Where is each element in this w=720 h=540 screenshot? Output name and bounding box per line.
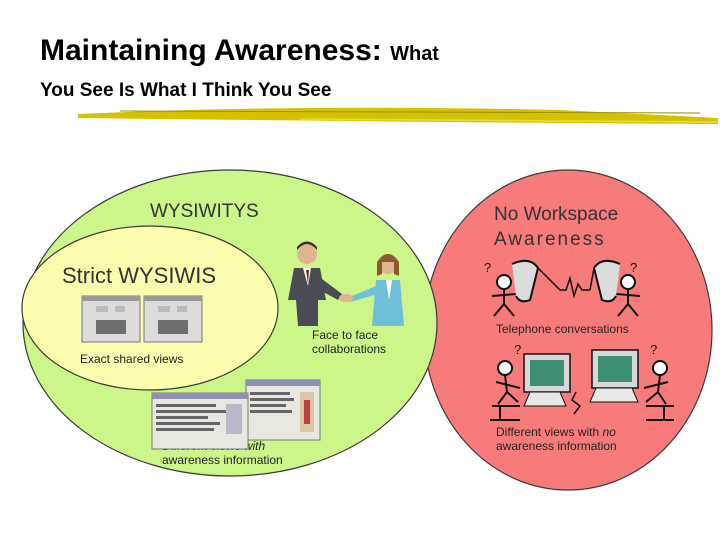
face-to-face-caption-2: collaborations [312,342,386,356]
telephone-person-right-illustration: ? [589,259,641,317]
telephone-caption: Telephone conversations [496,322,629,336]
different-views-no-caption-2: awareness information [496,439,617,453]
different-views-no-prefix: Different views with [496,425,602,439]
no-workspace-label-2: Awareness [494,229,606,250]
different-views-with-caption-2: awareness information [162,453,283,467]
telephone-person-left-illustration: ? [484,259,561,317]
disconnect-squiggle [571,391,582,415]
shared-view-screenshot-right [143,295,203,343]
wysiwitys-label: WYSIWITYS [150,201,259,222]
different-views-no-caption-1: Different views with no [496,425,616,439]
awareness-view-screenshot-front [151,392,249,450]
wysiwis-label: Strict WYSIWIS [62,263,216,288]
computer-user-right-illustration: ? [589,342,674,421]
slide-title-main: Maintaining Awareness: [40,34,382,67]
svg-text:?: ? [630,260,637,275]
title-underline [78,107,719,124]
slide-title: Maintaining Awareness: What [40,34,439,68]
slide-subtitle: You See Is What I Think You See [40,80,332,101]
svg-text:?: ? [484,260,491,275]
no-workspace-label-1: No Workspace [494,204,618,225]
awareness-view-screenshot-back [245,379,321,441]
svg-text:?: ? [650,342,657,357]
handshake-people-illustration [288,241,404,326]
different-views-no-em: no [602,425,616,439]
shared-view-screenshot-left [81,295,141,343]
slide-title-tail: What [390,43,439,65]
face-to-face-caption-1: Face to face [312,328,378,342]
exact-shared-views-caption: Exact shared views [80,352,183,366]
telephone-line-squiggle [560,275,590,299]
svg-text:?: ? [514,342,521,357]
different-views-with-em: with [244,439,266,453]
computer-user-left-illustration: ? [490,342,571,421]
